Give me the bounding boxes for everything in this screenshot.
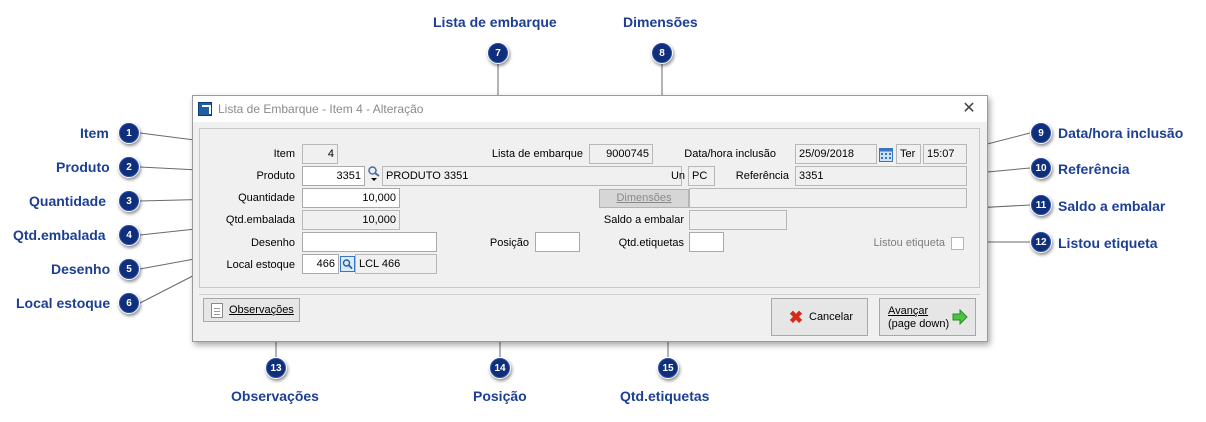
saldo-embalar-field [689,210,787,230]
avancar-button-label: Avançar [888,305,929,317]
callout-qtd-embalada-badge: 4 [118,224,140,246]
posicao-label: Posição [489,237,529,249]
observacoes-button[interactable]: Observações [203,298,300,322]
cancel-x-icon: ✖ [788,308,804,327]
lista-embarque-dialog: Lista de Embarque - Item 4 - Alteração ✕… [192,95,988,342]
posicao-input[interactable] [535,232,580,252]
cancelar-button[interactable]: ✖ Cancelar [771,298,868,336]
referencia-label: Referência [735,170,789,182]
callout-observacoes-label: Observações [231,388,319,404]
app-icon [198,102,212,116]
local-estoque-desc-field: LCL 466 [355,254,437,274]
form-group-frame [199,128,980,288]
arrow-right-icon [952,309,968,325]
quantidade-label: Quantidade [238,192,295,204]
callout-listou-label: Listou etiqueta [1058,235,1158,251]
callout-qtd-embalada-label: Qtd.embalada [13,227,106,243]
callout-posicao-label: Posição [473,388,527,404]
produto-desc-field: PRODUTO 3351 [382,166,682,186]
callout-qtd-etiquetas-label: Qtd.etiquetas [620,388,710,404]
qtd-etiquetas-input[interactable] [689,232,724,252]
avancar-button[interactable]: Avançar (page down) [879,298,976,336]
listou-etiqueta-label: Listou etiqueta [873,237,945,249]
callout-produto-label: Produto [56,159,110,175]
callout-desenho-label: Desenho [51,261,111,277]
close-icon[interactable]: ✕ [962,100,976,117]
callout-dimensoes-label: Dimensões [623,14,698,30]
callout-desenho-badge: 5 [118,258,140,280]
calendar-icon[interactable] [879,146,893,162]
un-field: PC [688,166,715,186]
window-title: Lista de Embarque - Item 4 - Alteração [218,102,424,116]
callout-item-badge: 1 [118,122,140,144]
callout-lista-embarque-badge: 7 [487,42,509,64]
produto-code-input[interactable]: 3351 [302,166,365,186]
quantidade-input[interactable]: 10,000 [302,188,400,208]
callout-local-estoque-label: Local estoque [16,295,111,311]
local-estoque-label: Local estoque [226,259,296,271]
lista-embarque-label: Lista de embarque [491,148,583,160]
callout-listou-badge: 12 [1030,231,1052,253]
referencia-field: 3351 [795,166,967,186]
produto-label: Produto [256,170,295,182]
qtd-embalada-field: 10,000 [302,210,400,230]
callout-saldo-label: Saldo a embalar [1058,198,1166,214]
callout-local-estoque-badge: 6 [118,292,140,314]
callout-quantidade-badge: 3 [118,190,140,212]
lista-embarque-field: 9000745 [589,144,653,164]
title-bar[interactable]: Lista de Embarque - Item 4 - Alteração ✕ [193,96,987,122]
dimensoes-button[interactable]: Dimensões [599,189,689,208]
callout-observacoes-badge: 13 [265,357,287,379]
callout-data-hora-badge: 9 [1030,122,1052,144]
qtd-embalada-label: Qtd.embalada [225,214,295,226]
callout-qtd-etiquetas-badge: 15 [657,357,679,379]
item-field: 4 [302,144,338,164]
callout-referencia-label: Referência [1058,161,1130,177]
hora-field: 15:07 [923,144,967,164]
dimensoes-button-label: Dimensões [616,192,672,204]
dimensoes-field [689,188,967,208]
observacoes-button-label: Observações [229,304,294,316]
local-estoque-input[interactable]: 466 [302,254,339,274]
callout-lista-embarque-label: Lista de embarque [433,14,557,30]
data-inclusao-field: 25/09/2018 [795,144,877,164]
callout-quantidade-label: Quantidade [29,193,107,209]
avancar-button-sublabel: (page down) [888,318,950,330]
data-hora-label: Data/hora inclusão [684,148,776,160]
cancelar-button-label: Cancelar [809,311,854,323]
saldo-embalar-label: Saldo a embalar [603,214,684,226]
desenho-input[interactable] [302,232,437,252]
footer-divider [199,294,980,295]
callout-dimensoes-badge: 8 [651,42,673,64]
desenho-label: Desenho [250,237,295,249]
document-icon [211,303,223,318]
un-label: Un [670,170,685,182]
callout-posicao-badge: 14 [489,357,511,379]
callout-data-hora-label: Data/hora inclusão [1058,125,1184,141]
callout-referencia-badge: 10 [1030,157,1052,179]
qtd-etiquetas-label: Qtd.etiquetas [618,237,684,249]
callout-produto-badge: 2 [118,156,140,178]
listou-etiqueta-checkbox[interactable] [951,237,964,250]
callout-saldo-badge: 11 [1030,194,1052,216]
search-icon[interactable] [367,165,381,181]
lookup-icon[interactable] [340,256,355,272]
callout-item-label: Item [80,125,109,141]
item-label: Item [273,148,295,160]
dia-semana-field: Ter [896,144,921,164]
